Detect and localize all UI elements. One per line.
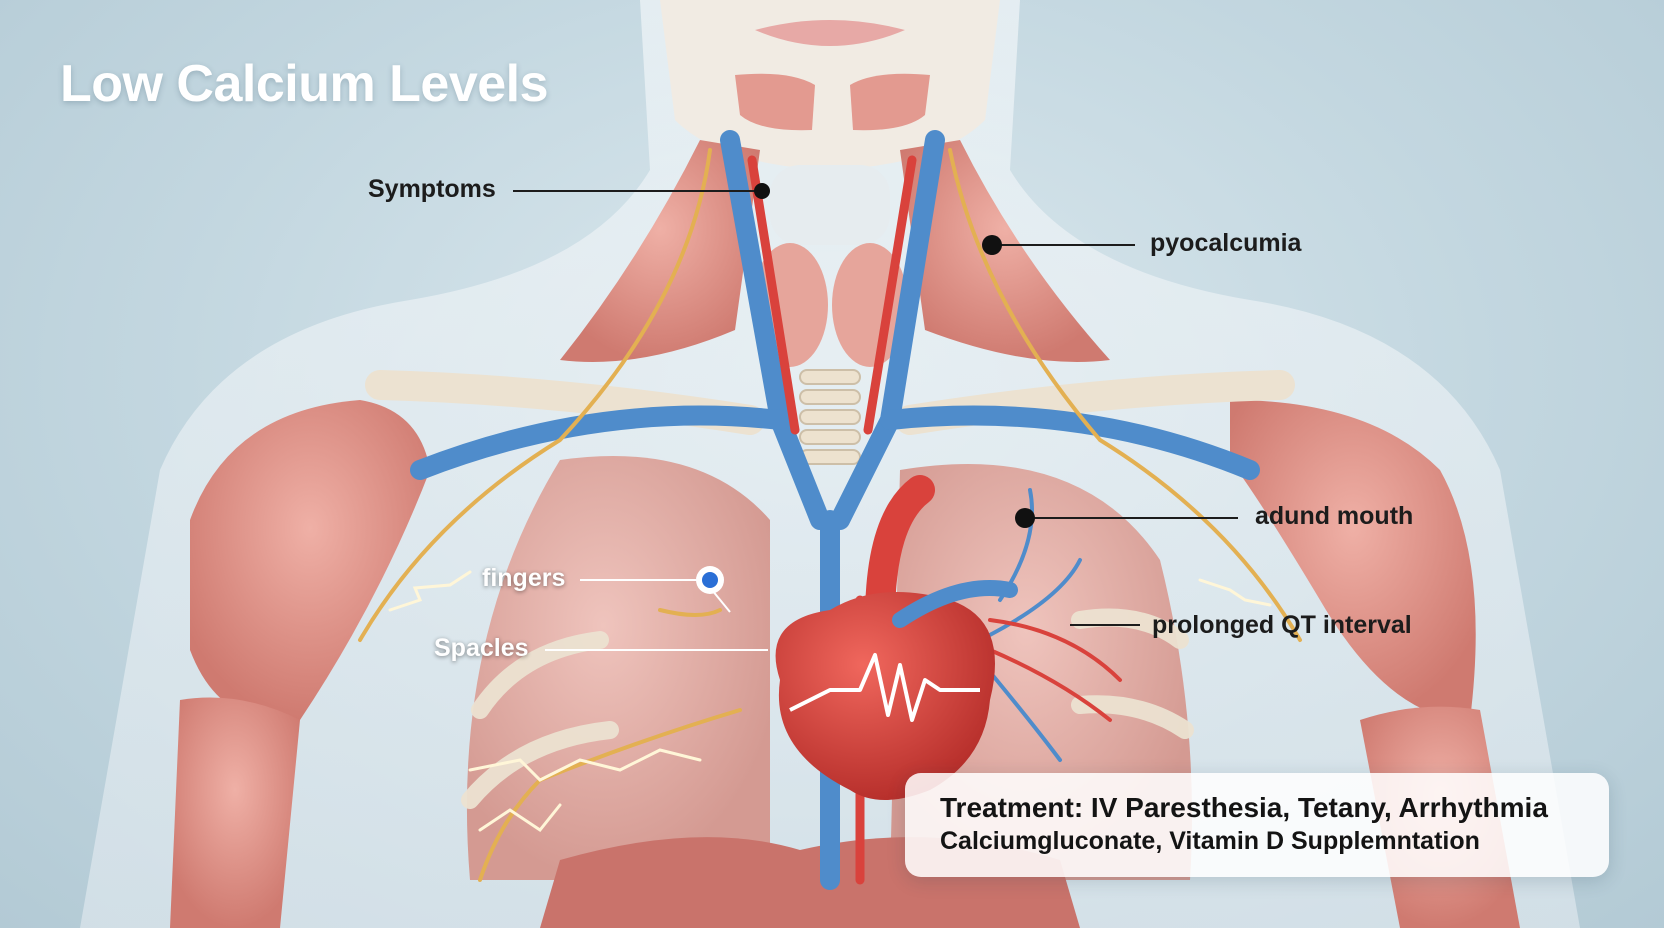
deltoid-right bbox=[1230, 400, 1476, 720]
marker-fingers bbox=[702, 572, 718, 588]
label-spacles: Spacles bbox=[434, 634, 529, 662]
label-symptoms: Symptoms bbox=[368, 175, 496, 203]
pulmonary-artery bbox=[892, 580, 1018, 628]
larynx bbox=[770, 165, 890, 245]
label-prolonged-qt: prolonged QT interval bbox=[1152, 611, 1412, 639]
lung-left bbox=[466, 456, 770, 880]
marker-pyocalcumia bbox=[982, 235, 1002, 255]
neck-muscle-right bbox=[900, 140, 1110, 362]
face bbox=[660, 0, 1000, 170]
jaw-muscle-left bbox=[735, 73, 815, 131]
treatment-box: Treatment: IV Paresthesia, Tetany, Arrhy… bbox=[905, 773, 1609, 877]
treatment-line-1: Treatment: IV Paresthesia, Tetany, Arrhy… bbox=[940, 792, 1548, 823]
deltoid-left bbox=[190, 400, 430, 722]
marker-symptoms bbox=[754, 183, 770, 199]
page-title: Low Calcium Levels bbox=[60, 55, 549, 113]
veins bbox=[410, 130, 1260, 890]
leader-lines bbox=[513, 190, 1238, 651]
ecg-trace bbox=[789, 653, 980, 722]
label-fingers: fingers bbox=[482, 564, 566, 592]
label-pyocalcumia: pyocalcumia bbox=[1150, 229, 1302, 257]
arm-left bbox=[170, 697, 300, 928]
neck-muscle-left bbox=[560, 140, 760, 362]
jaw-muscle-right bbox=[850, 73, 930, 131]
nerve-sparks bbox=[388, 570, 1272, 833]
marker-adund-mouth bbox=[1015, 508, 1035, 528]
treatment-line-2: Calciumgluconate, Vitamin D Supplemntati… bbox=[940, 827, 1480, 855]
lower-organ-left bbox=[540, 837, 800, 928]
lips bbox=[755, 20, 905, 46]
label-adund-mouth: adund mouth bbox=[1255, 502, 1414, 530]
trachea-rings bbox=[799, 369, 861, 465]
